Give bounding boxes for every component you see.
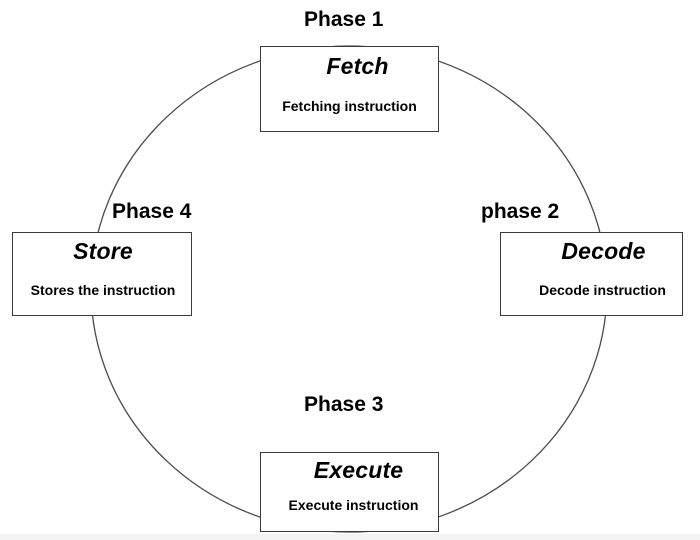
phase-box-store[interactable]: Store Stores the instruction [12,232,192,316]
phase-label-2: phase 2 [481,200,560,223]
phase-box-store-title: Store [73,238,133,264]
bottom-edge-strip [0,534,700,540]
phase-box-decode-description: Decode instruction [539,282,666,298]
phase-box-fetch-description: Fetching instruction [282,98,417,114]
phase-box-execute-title: Execute [313,457,404,483]
phase-label-4: Phase 4 [112,200,192,223]
phase-box-fetch-title: Fetch [326,53,389,79]
phase-label-3: Phase 3 [304,393,384,416]
phase-box-execute[interactable]: Execute Execute instruction [260,452,439,532]
phase-box-execute-description: Execute instruction [288,497,419,513]
phase-box-decode-title: Decode [561,238,646,264]
phase-box-decode[interactable]: Decode Decode instruction [500,232,683,316]
phase-box-fetch[interactable]: Fetch Fetching instruction [260,46,439,132]
phase-box-store-description: Stores the instruction [30,282,176,298]
phase-label-1: Phase 1 [304,8,384,31]
